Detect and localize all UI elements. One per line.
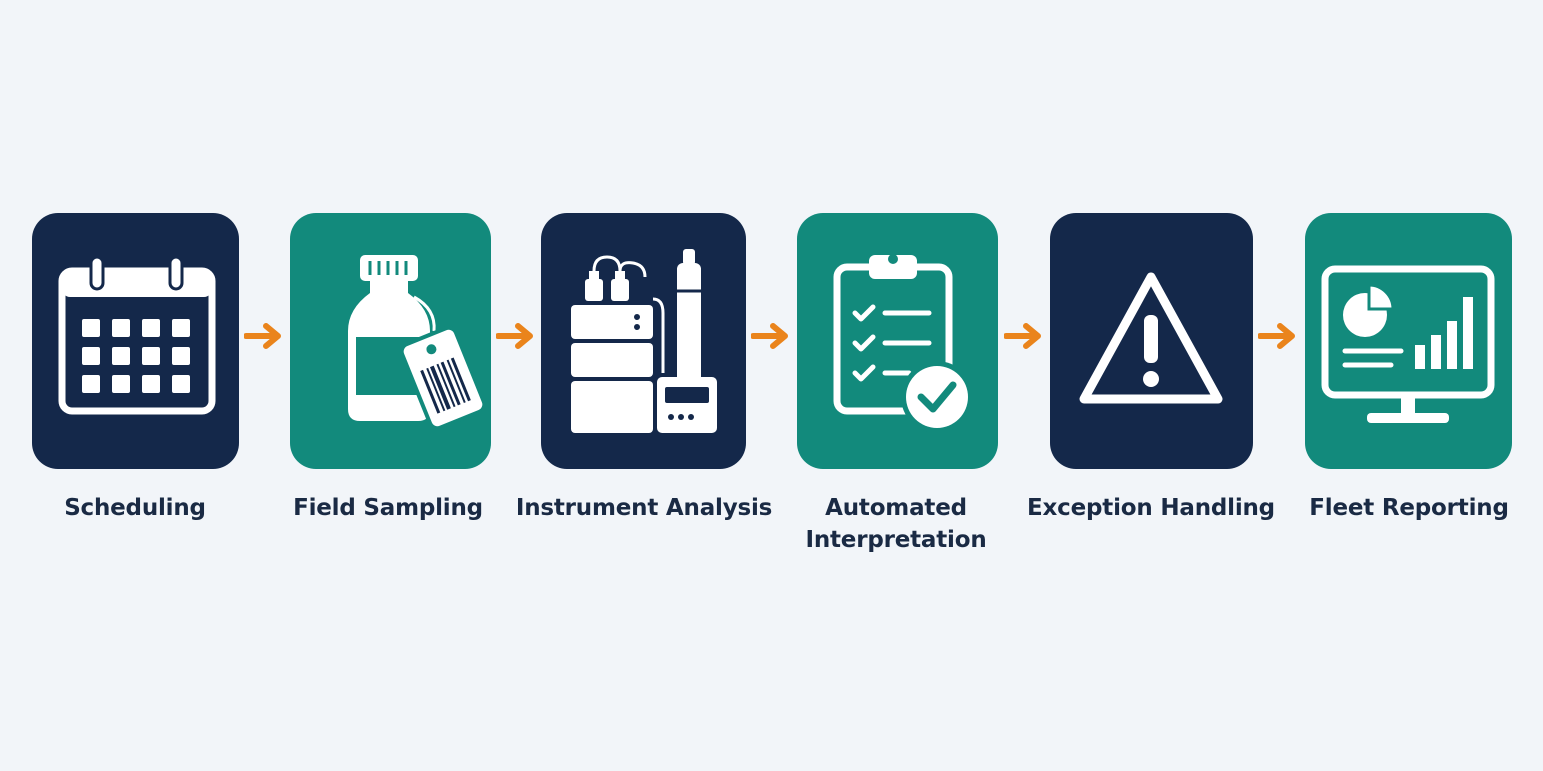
step-scheduling-tile	[32, 213, 239, 469]
flow-arrow-4	[1003, 322, 1044, 350]
step-instrument-analysis-label: Instrument Analysis	[514, 492, 774, 524]
step-instrument-analysis-label-text: Instrument Analysis	[515, 495, 773, 521]
step-automated-interpretation-tile	[797, 213, 998, 469]
flow-arrow-2	[495, 322, 536, 350]
step-exception-handling-label: Exception Handling	[1021, 492, 1281, 524]
sample-bottle-icon	[348, 255, 487, 431]
arrow-right-icon	[495, 323, 533, 349]
step-fleet-reporting-label: Fleet Reporting	[1279, 492, 1539, 524]
arrow-right-icon	[1003, 323, 1041, 349]
step-automated-interpretation-label-line1: Automated	[825, 495, 967, 521]
dashboard-monitor-icon	[1321, 265, 1495, 423]
step-automated-interpretation-label: Automated Interpretation	[766, 492, 1026, 556]
step-field-sampling-label-text: Field Sampling	[293, 495, 483, 521]
step-exception-handling-tile	[1050, 213, 1253, 469]
step-instrument-analysis-tile	[541, 213, 746, 469]
arrow-right-icon	[750, 323, 788, 349]
flow-arrow-1	[243, 322, 284, 350]
step-fleet-reporting-label-text: Fleet Reporting	[1309, 495, 1509, 521]
flow-arrow-3	[750, 322, 791, 350]
step-fleet-reporting-tile	[1305, 213, 1512, 469]
checklist-icon	[833, 254, 973, 433]
warning-icon	[1079, 272, 1223, 404]
step-automated-interpretation-label-line2: Interpretation	[805, 527, 987, 553]
calendar-icon	[58, 255, 216, 415]
step-exception-handling-label-text: Exception Handling	[1027, 495, 1275, 521]
step-field-sampling-label: Field Sampling	[258, 492, 518, 524]
flow-arrow-5	[1257, 322, 1298, 350]
arrow-right-icon	[243, 323, 281, 349]
lab-instrument-icon	[571, 249, 717, 433]
arrow-right-icon	[1257, 323, 1295, 349]
step-scheduling-label: Scheduling	[5, 492, 265, 524]
step-field-sampling-tile	[290, 213, 491, 469]
step-scheduling-label-text: Scheduling	[64, 495, 206, 521]
